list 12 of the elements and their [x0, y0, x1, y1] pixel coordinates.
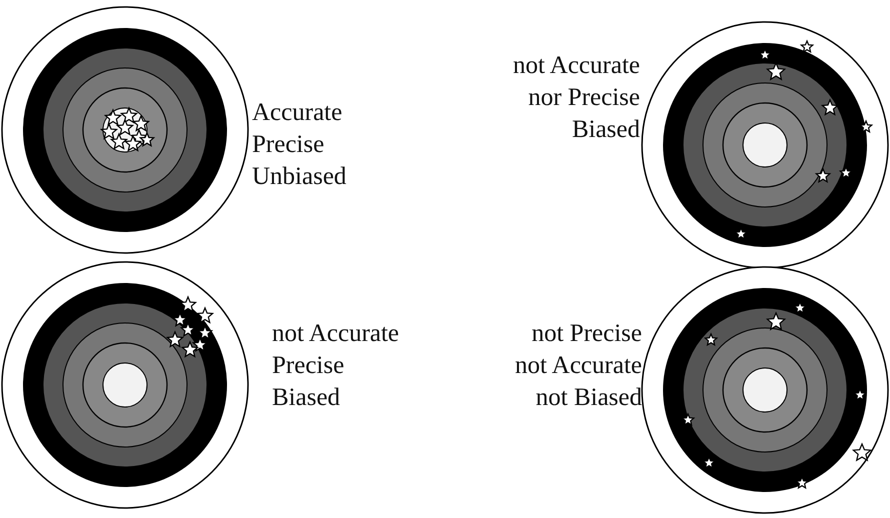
target-caption: not Biased [534, 383, 642, 413]
target-caption: Unbiased [252, 162, 346, 192]
target-caption: Precise [272, 351, 346, 381]
target-caption: not Accurate [272, 319, 400, 349]
target-caption: Accurate [252, 98, 344, 128]
target-caption: nor Precise [527, 83, 640, 113]
target-caption: Precise [252, 130, 326, 160]
target-caption: not Accurate [514, 351, 642, 381]
target-caption: Biased [570, 115, 640, 145]
target-caption: not Precise [530, 319, 642, 349]
target-caption: Biased [272, 383, 342, 413]
target-caption: not Accurate [512, 51, 640, 81]
